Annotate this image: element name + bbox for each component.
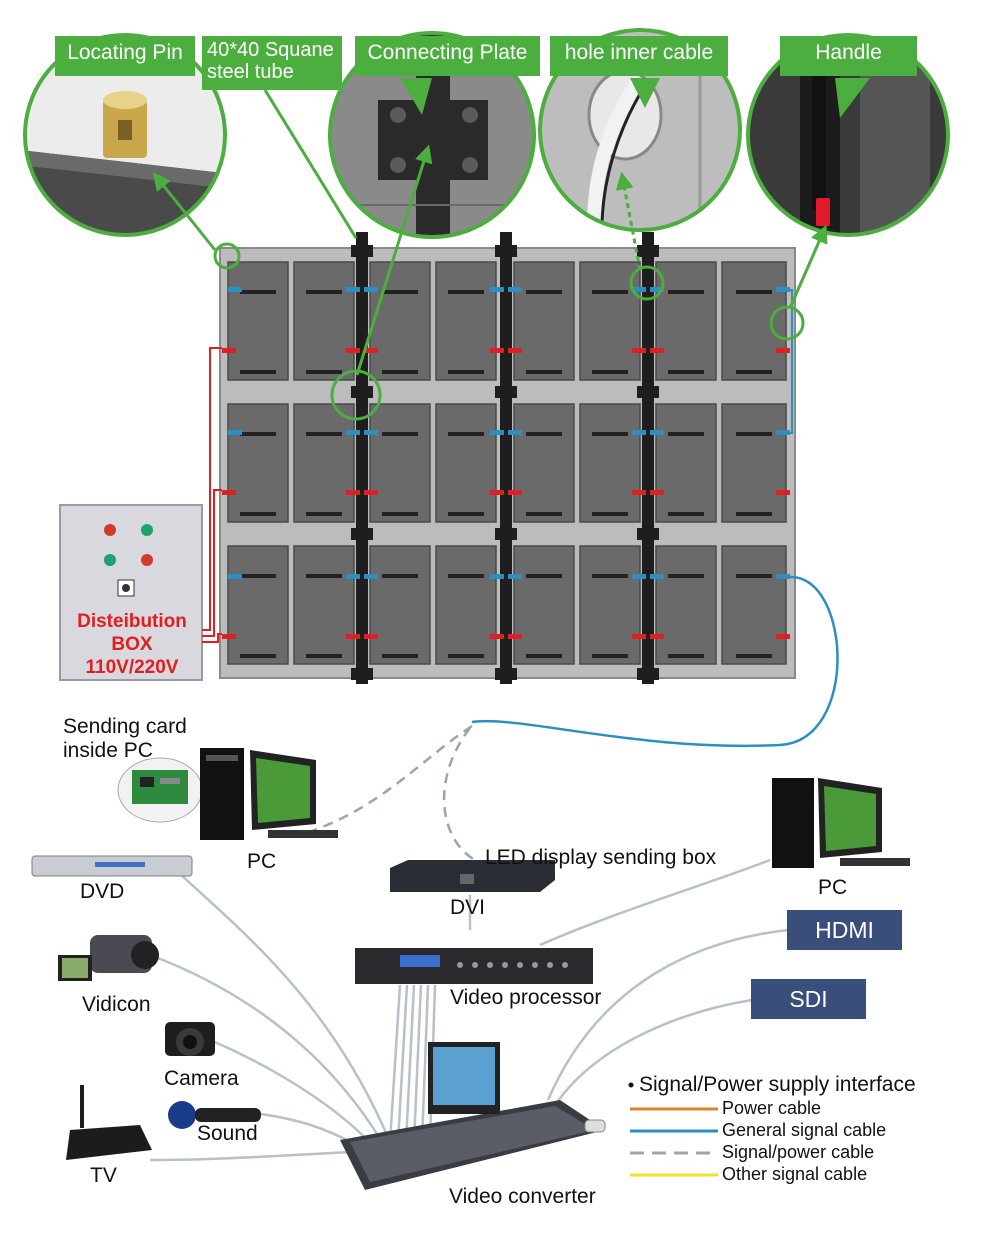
- video-converter-image: [340, 1042, 606, 1190]
- tag-hdmi: HDMI: [787, 910, 902, 950]
- vidicon-image: [58, 935, 159, 981]
- distribution-box-line3: 110V/220V: [85, 657, 179, 678]
- label-tv: TV: [90, 1164, 117, 1187]
- callout-connecting-plate: Connecting Plate: [355, 36, 540, 76]
- label-dvi: DVI: [450, 896, 486, 919]
- label-dvd: DVD: [80, 880, 125, 903]
- legend-item-other-signal: Other signal cable: [722, 1164, 868, 1184]
- label-sound: Sound: [197, 1122, 258, 1145]
- legend: [628, 1082, 718, 1177]
- pc-left-image: [200, 748, 338, 840]
- distribution-box-label: Disteibution BOX 110V/220V: [62, 610, 202, 679]
- callout-handle: Handle: [780, 36, 917, 76]
- legend-title: Signal/Power supply interface: [639, 1073, 916, 1096]
- legend-item-general-signal: General signal cable: [722, 1120, 887, 1140]
- sending-card-image: [117, 757, 203, 823]
- dvd-player-image: [31, 855, 193, 877]
- detail-highlights: [213, 242, 805, 421]
- led-cabinet-wall: [219, 232, 796, 684]
- label-sending-card: Sending card inside PC: [63, 715, 187, 762]
- callout-steel-tube: 40*40 Squane steel tube: [202, 36, 342, 90]
- callout-hole-inner-cable: hole inner cable: [550, 36, 728, 76]
- distribution-box-line1: Disteibution: [77, 611, 187, 632]
- microphone-image: [168, 1101, 261, 1129]
- label-video-processor: Video processor: [450, 986, 602, 1009]
- distribution-box-line2: BOX: [111, 634, 153, 655]
- legend-item-power: Power cable: [722, 1098, 822, 1118]
- label-video-converter: Video converter: [449, 1185, 596, 1208]
- legend-item-signal-power: Signal/power cable: [722, 1142, 875, 1162]
- label-camera: Camera: [164, 1067, 239, 1090]
- label-pc-right: PC: [818, 876, 848, 899]
- label-sending-box: LED display sending box: [485, 846, 717, 869]
- video-processor-image: [355, 948, 593, 984]
- distribution-box: [59, 347, 222, 681]
- label-vidicon: Vidicon: [82, 993, 151, 1016]
- camera-image: [165, 1022, 215, 1056]
- callout-locating-pin: Locating Pin: [55, 36, 195, 76]
- sending-box-image: [390, 860, 555, 892]
- tv-box-image: [66, 1085, 152, 1160]
- tag-sdi: SDI: [751, 979, 866, 1019]
- label-pc-left: PC: [247, 850, 277, 873]
- pc-right-image: [772, 778, 910, 868]
